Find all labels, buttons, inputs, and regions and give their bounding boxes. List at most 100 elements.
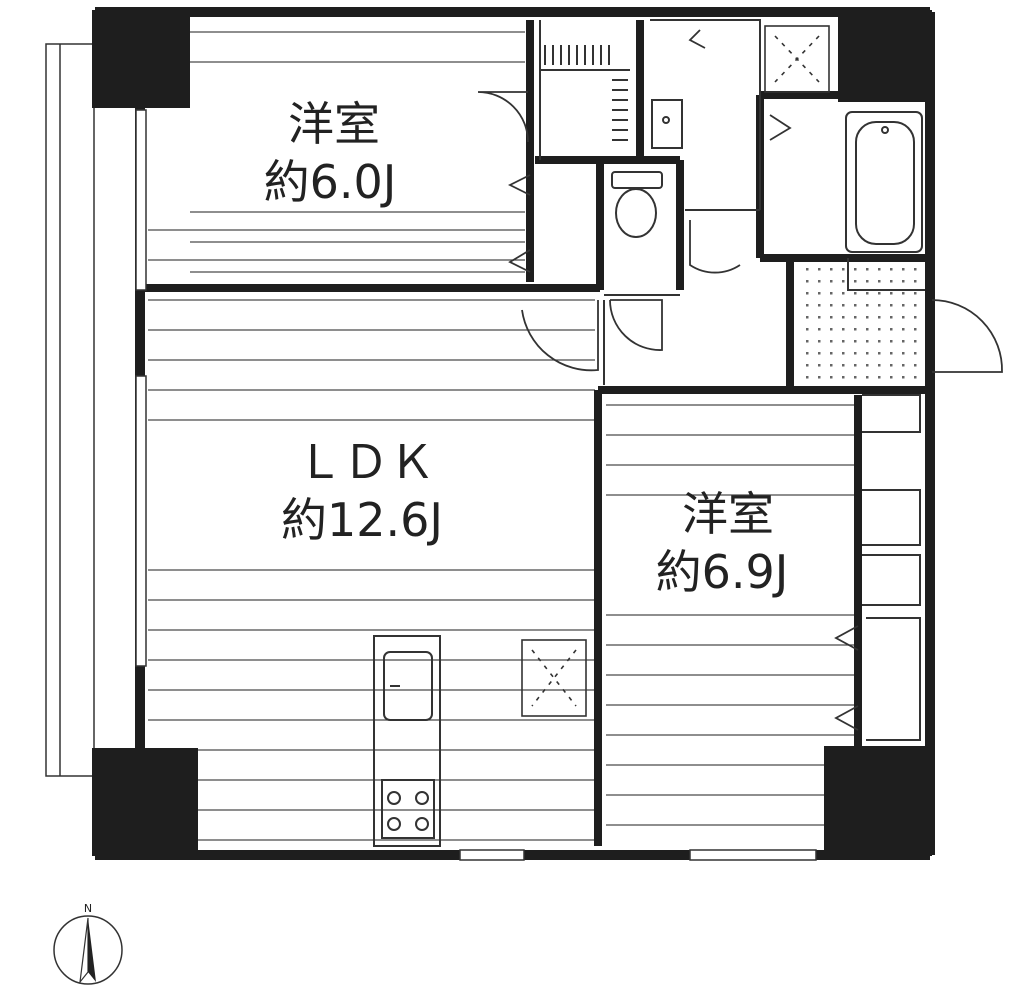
tile-dot xyxy=(818,304,821,307)
tile-dot xyxy=(914,292,917,295)
tile-dot xyxy=(890,376,893,379)
tile-dot xyxy=(914,316,917,319)
tile-dot xyxy=(818,376,821,379)
tile-dot xyxy=(842,364,845,367)
tile-dot xyxy=(890,340,893,343)
wash-basin xyxy=(651,99,683,149)
tile-dot xyxy=(806,364,809,367)
tile-dot xyxy=(854,364,857,367)
tile-dot xyxy=(842,340,845,343)
tile-dot xyxy=(878,376,881,379)
tile-dot xyxy=(854,268,857,271)
tile-dot xyxy=(842,268,845,271)
tile-dot xyxy=(878,328,881,331)
room-ldk: ＬＤＫ 約12.6J xyxy=(281,435,443,547)
tile-dot xyxy=(842,292,845,295)
outer-walls xyxy=(95,7,935,860)
tile-dot xyxy=(830,352,833,355)
tile-dot xyxy=(866,268,869,271)
tile-dot xyxy=(890,268,893,271)
tile-dot xyxy=(854,280,857,283)
tile-dot xyxy=(878,340,881,343)
tile-dot xyxy=(866,340,869,343)
flooring-lines xyxy=(148,31,855,841)
tile-dot xyxy=(854,304,857,307)
balcony xyxy=(45,43,95,777)
tile-dot xyxy=(914,364,917,367)
tile-dot xyxy=(806,316,809,319)
tile-dot xyxy=(854,340,857,343)
entrance-tiles xyxy=(806,268,917,379)
tile-dot xyxy=(806,352,809,355)
tile-dot xyxy=(902,340,905,343)
tile-dot xyxy=(890,280,893,283)
tile-dot xyxy=(878,292,881,295)
tile-dot xyxy=(878,268,881,271)
tile-dot xyxy=(806,340,809,343)
tile-dot xyxy=(902,316,905,319)
tile-dot xyxy=(854,316,857,319)
tile-dot xyxy=(830,268,833,271)
tile-dot xyxy=(806,304,809,307)
tile-dot xyxy=(806,280,809,283)
door-swings xyxy=(477,91,1003,373)
tile-dot xyxy=(914,352,917,355)
tile-dot xyxy=(830,280,833,283)
tile-dot xyxy=(890,316,893,319)
tile-dot xyxy=(842,328,845,331)
room-area: 約6.9J xyxy=(656,545,789,599)
tile-dot xyxy=(902,328,905,331)
tile-dot xyxy=(902,304,905,307)
interior-thin-lines xyxy=(539,19,925,741)
tile-dot xyxy=(866,376,869,379)
tile-dot xyxy=(830,376,833,379)
tile-dot xyxy=(818,328,821,331)
closet-doors xyxy=(507,29,859,731)
tile-dot xyxy=(914,376,917,379)
tile-dot xyxy=(878,316,881,319)
tile-dot xyxy=(830,316,833,319)
fridge-space xyxy=(521,639,587,717)
tile-dot xyxy=(914,304,917,307)
tile-dot xyxy=(890,352,893,355)
room-name: 洋室 xyxy=(288,97,380,151)
tile-dot xyxy=(866,352,869,355)
tile-dot xyxy=(914,280,917,283)
tile-dot xyxy=(854,352,857,355)
tile-dot xyxy=(866,280,869,283)
kitchen-counter xyxy=(373,635,441,847)
tile-dot xyxy=(866,292,869,295)
tile-dot xyxy=(806,376,809,379)
room-western-top: 洋室 約6.0J xyxy=(264,97,397,209)
tile-dot xyxy=(902,280,905,283)
tile-dot xyxy=(866,328,869,331)
tile-dot xyxy=(830,328,833,331)
tile-dot xyxy=(818,364,821,367)
windows xyxy=(135,109,817,861)
tile-dot xyxy=(842,376,845,379)
room-name: ＬＤＫ xyxy=(297,435,435,489)
interior-walls xyxy=(140,20,930,846)
tile-dot xyxy=(878,304,881,307)
tile-dot xyxy=(818,292,821,295)
tile-dot xyxy=(878,364,881,367)
room-area: 約12.6J xyxy=(281,493,443,547)
tile-dot xyxy=(866,364,869,367)
room-name: 洋室 xyxy=(682,487,774,541)
tile-dot xyxy=(878,352,881,355)
room-western-right: 洋室 約6.9J xyxy=(656,487,789,599)
tile-dot xyxy=(866,316,869,319)
tile-dot xyxy=(902,268,905,271)
tile-dot xyxy=(902,376,905,379)
tile-dot xyxy=(842,352,845,355)
tile-dot xyxy=(806,328,809,331)
tile-dot xyxy=(818,352,821,355)
north-compass-icon: N xyxy=(53,902,123,985)
tile-dot xyxy=(914,340,917,343)
tile-dot xyxy=(854,328,857,331)
tile-dot xyxy=(854,292,857,295)
tile-dot xyxy=(830,364,833,367)
tile-dot xyxy=(854,376,857,379)
room-area: 約6.0J xyxy=(264,155,397,209)
